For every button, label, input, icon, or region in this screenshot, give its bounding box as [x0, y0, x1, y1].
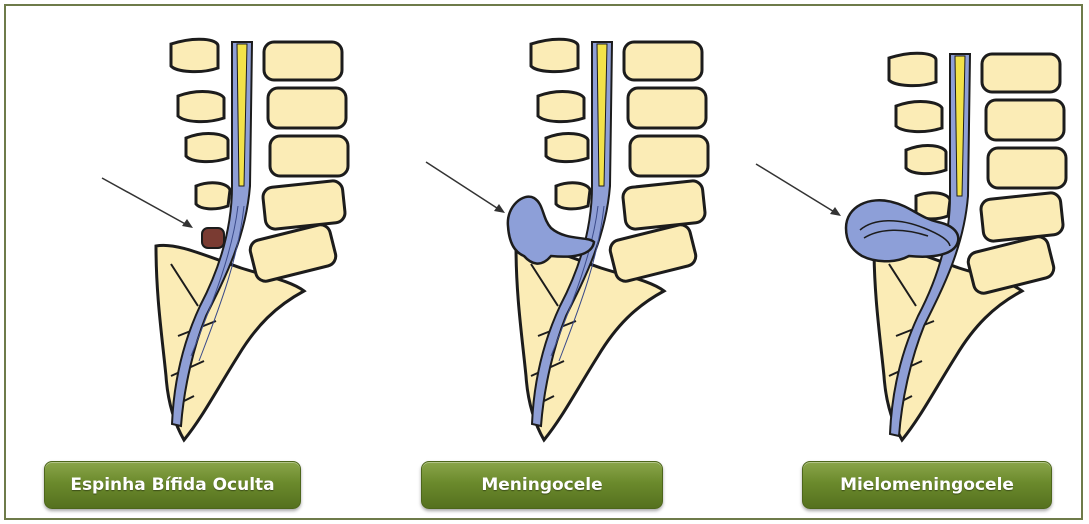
diagram-frame: Espinha Bífida Oculta Meningocele	[4, 4, 1083, 520]
label-meningocele: Meningocele	[421, 461, 663, 509]
label-espinha-bifida-oculta: Espinha Bífida Oculta	[44, 461, 301, 509]
panel-meningocele: Meningocele	[366, 6, 726, 522]
label-mielomeningocele: Mielomeningocele	[802, 461, 1052, 509]
oculta-defect-mark	[202, 228, 224, 248]
spine-illustration-meningocele	[366, 6, 726, 522]
panel-espinha-bifida-oculta: Espinha Bífida Oculta	[6, 6, 366, 522]
spine-illustration-oculta	[6, 6, 366, 522]
panel-mielomeningocele: Mielomeningocele	[724, 6, 1084, 522]
spine-illustration-mielomeningocele	[724, 6, 1084, 522]
